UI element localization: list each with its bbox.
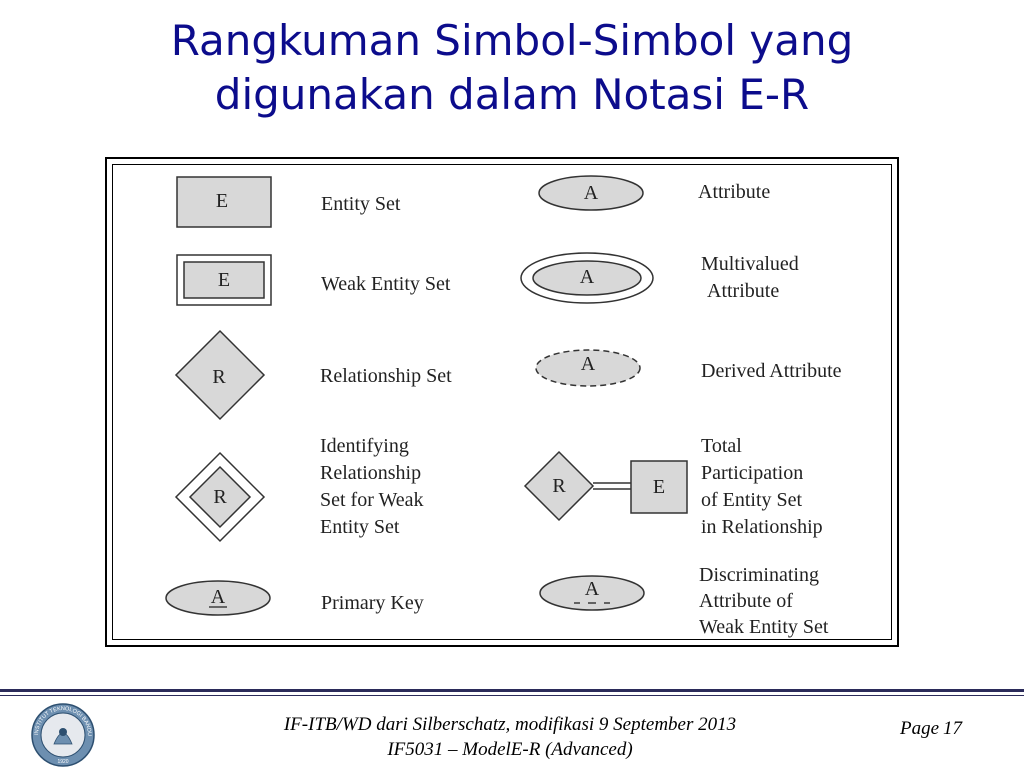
- weak-entity-letter: E: [218, 269, 230, 291]
- total-participation-e-letter: E: [653, 476, 665, 498]
- derived-dashed-ellipse: [535, 349, 641, 387]
- footer-rule-thick: [0, 689, 1024, 692]
- total-participation-label-line-3: of Entity Set: [701, 489, 803, 511]
- identifying-label-line-2: Relationship: [320, 462, 421, 484]
- er-symbol-table-inner-border: [112, 164, 892, 640]
- multivalued-letter: A: [580, 266, 595, 288]
- entity-set-symbol: E: [176, 176, 272, 228]
- discriminating-letter: A: [585, 578, 600, 600]
- slide-title: Rangkuman Simbol-Simbol yang digunakan d…: [0, 14, 1024, 122]
- attribute-letter: A: [584, 182, 599, 204]
- entity-letter: E: [216, 190, 228, 212]
- attribute-symbol: A: [538, 175, 644, 211]
- page-label: Page: [900, 718, 940, 739]
- primary-key-ellipse: [165, 580, 271, 616]
- total-participation-diamond: [523, 450, 595, 522]
- derived-attribute-label: Derived Attribute: [701, 360, 842, 382]
- title-line-1: Rangkuman Simbol-Simbol yang: [170, 16, 854, 65]
- entity-rect: [176, 176, 272, 228]
- relationship-diamond: [174, 329, 266, 421]
- identifying-inner-diamond: [188, 465, 252, 529]
- footer-rule-thin: [0, 695, 1024, 696]
- total-participation-r-letter: R: [552, 475, 566, 497]
- multivalued-label-line-1: Multivalued: [701, 253, 799, 275]
- multivalued-inner-ellipse: [532, 260, 642, 296]
- attribute-label: Attribute: [698, 181, 770, 203]
- identifying-letter: R: [213, 486, 227, 508]
- attribute-ellipse: [538, 175, 644, 211]
- weak-entity-set-symbol: E: [176, 254, 272, 306]
- logo-year: 1920: [57, 759, 68, 765]
- discriminating-label-line-2: Attribute of: [699, 590, 793, 612]
- discriminating-ellipse: [539, 575, 645, 611]
- weak-entity-set-label: Weak Entity Set: [321, 273, 451, 295]
- total-participation-label-line-4: in Relationship: [701, 516, 823, 538]
- identifying-label-line-3: Set for Weak: [320, 489, 424, 511]
- primary-key-label: Primary Key: [321, 592, 424, 614]
- footer-line-2: IF5031 – ModelE-R (Advanced): [387, 739, 633, 760]
- multivalued-label-line-2: Attribute: [707, 280, 779, 302]
- derived-letter: A: [581, 353, 596, 375]
- weak-entity-inner-rect: [183, 261, 265, 299]
- identifying-label-line-1: Identifying: [320, 435, 409, 457]
- relationship-letter: R: [212, 366, 226, 388]
- itb-seal-logo: INSTITUT TEKNOLOGI BANDUNG 1920: [30, 702, 95, 767]
- total-participation-label-line-2: Participation: [701, 462, 803, 484]
- identifying-label-line-4: Entity Set: [320, 516, 400, 538]
- discriminating-attribute-symbol: A: [539, 575, 645, 611]
- total-participation-label-line-1: Total: [701, 435, 742, 457]
- identifying-relationship-symbol: R: [174, 451, 266, 543]
- derived-attribute-symbol: A: [535, 349, 641, 387]
- discriminating-label-line-1: Discriminating: [699, 564, 819, 586]
- primary-key-letter: A: [211, 586, 226, 608]
- relationship-set-label: Relationship Set: [320, 365, 452, 387]
- footer-caption: IF-ITB/WD dari Silberschatz, modifikasi …: [170, 712, 850, 762]
- multivalued-attribute-symbol: A: [520, 252, 654, 304]
- total-participation-symbol: R E: [523, 450, 688, 522]
- relationship-set-symbol: R: [174, 329, 266, 421]
- title-line-2: digunakan dalam Notasi E-R: [214, 70, 810, 119]
- total-participation-entity-rect: [630, 460, 688, 514]
- primary-key-symbol: A: [165, 580, 271, 616]
- discriminating-label-line-3: Weak Entity Set: [699, 616, 829, 638]
- footer-line-1: IF-ITB/WD dari Silberschatz, modifikasi …: [283, 714, 737, 735]
- page-number-value: 17: [943, 718, 963, 739]
- entity-set-label: Entity Set: [321, 193, 401, 215]
